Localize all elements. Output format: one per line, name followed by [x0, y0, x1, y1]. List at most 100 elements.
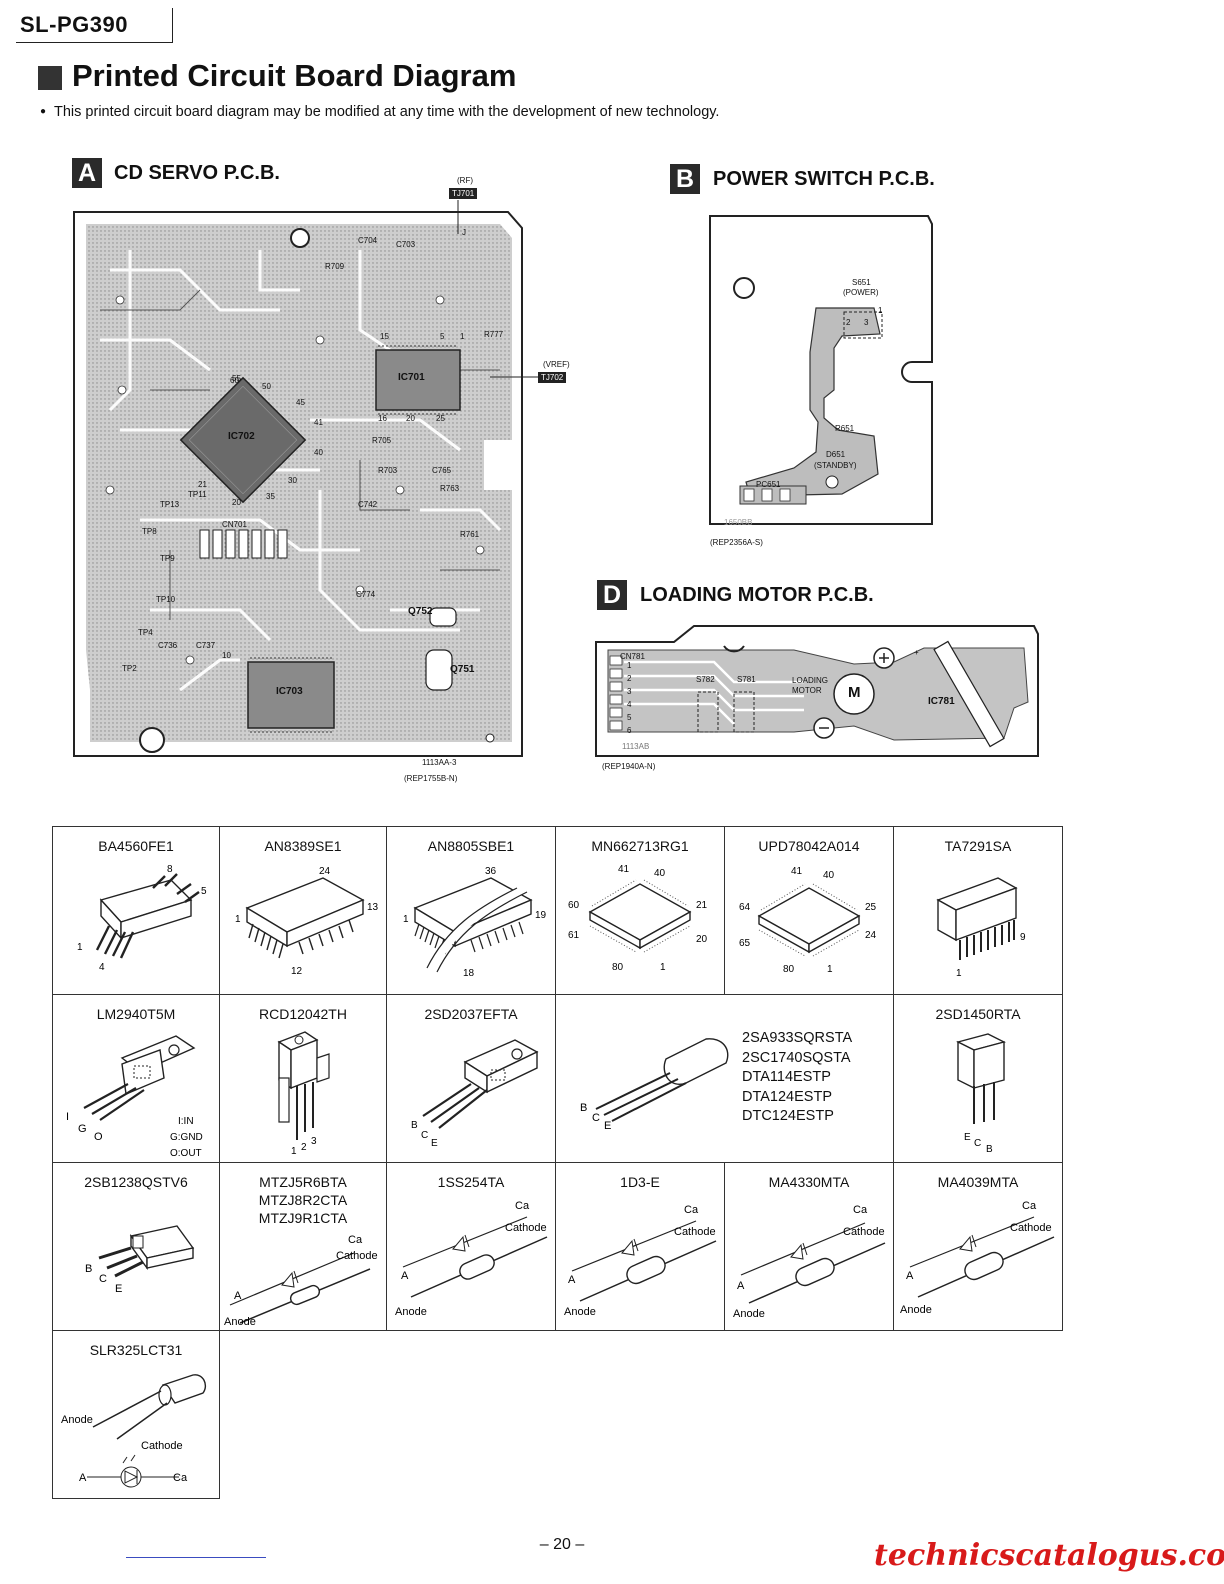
pc651-label: PC651	[756, 480, 781, 489]
part-name: 2SB1238QSTV6	[84, 1174, 188, 1190]
board-a-part-no: (REP1755B-N)	[404, 774, 458, 783]
pin-c: C	[99, 1273, 107, 1285]
pin-c: C	[421, 1130, 428, 1141]
part-name: 1D3-E	[620, 1174, 660, 1190]
ic702-pin45: 45	[296, 398, 305, 407]
board-d-part-no: (REP1940A-N)	[602, 762, 656, 771]
ic701-pin25: 25	[436, 414, 445, 423]
q752-label: Q752	[408, 606, 433, 617]
pin-2: 2	[301, 1142, 307, 1153]
transistor-name: DTC124ESTP	[742, 1108, 834, 1124]
pin-3: 3	[311, 1136, 317, 1147]
section-d-title: LOADING MOTOR P.C.B.	[640, 584, 874, 606]
cn781-pin3: 3	[627, 687, 632, 696]
page-number: – 20 –	[539, 1536, 585, 1553]
pin-o: O	[94, 1131, 103, 1143]
legend-out: O:OUT	[170, 1148, 202, 1158]
power-label: (POWER)	[843, 288, 879, 297]
label-a: A	[568, 1274, 576, 1286]
pin-1: 1	[291, 1146, 297, 1157]
s651-label: S651	[852, 278, 871, 287]
tp10-label: TP10	[156, 595, 176, 604]
section-b-badge: B	[670, 164, 700, 194]
pin-e: E	[604, 1120, 611, 1132]
part-name: MTZJ9R1CTA	[258, 1210, 348, 1226]
label-a: A	[737, 1280, 745, 1292]
transistor-name: 2SC1740SQSTA	[742, 1049, 851, 1066]
cell-2sd1450: 2SD1450RTA E C B	[893, 994, 1063, 1163]
pin-64: 64	[739, 902, 751, 913]
section-a-badge: A	[72, 158, 102, 188]
cn781-pin4: 4	[627, 700, 632, 709]
ic703-pin10: 10	[222, 651, 231, 660]
pin-g: G	[78, 1123, 87, 1135]
s651-pin3: 3	[864, 318, 869, 327]
pin-1: 1	[827, 964, 833, 975]
pin-e: E	[964, 1132, 971, 1143]
tp13-label: TP13	[160, 500, 180, 509]
tp8-label: TP8	[142, 527, 157, 536]
legend-in: I:IN	[178, 1116, 194, 1127]
part-name: LM2940T5M	[96, 1006, 176, 1022]
label-cathode: Cathode	[674, 1226, 716, 1238]
part-name: MA4039MTA	[937, 1174, 1019, 1190]
s651-pin2: 2	[846, 318, 851, 327]
footer-rule	[126, 1557, 266, 1558]
model-number: SL-PG390	[20, 12, 128, 37]
part-name: MTZJ8R2CTA	[258, 1192, 348, 1208]
pin-1: 1	[77, 942, 83, 953]
r777-label: R777	[484, 330, 504, 339]
ic702-pin40: 40	[314, 448, 323, 457]
transistor-name: DTA124ESTP	[742, 1088, 832, 1105]
label-ca: Ca	[515, 1200, 530, 1212]
cn781-pin6: 6	[627, 726, 632, 735]
r651-label: R651	[835, 424, 855, 433]
to126-package-icon: E C B	[956, 1033, 1006, 1155]
pin-8: 8	[167, 864, 173, 875]
pin-65: 65	[739, 938, 751, 949]
pin-1: 1	[403, 914, 409, 925]
pin-e: E	[115, 1283, 122, 1295]
cell-ba4560: BA4560FE1 8 5 1 4	[52, 826, 220, 995]
section-b-title: POWER SWITCH P.C.B.	[713, 168, 935, 190]
cell-an8805: AN8805SBE1 36 19 1 18	[386, 826, 556, 995]
dpak-package-icon: B C E	[85, 1225, 195, 1295]
ic701-label: IC701	[398, 372, 425, 383]
s782-label: S782	[696, 675, 715, 684]
label-cathode: Cathode	[336, 1250, 378, 1262]
cell-lm2940: LM2940T5M I G O I:IN G:GND O:OUT	[52, 994, 220, 1163]
cell-upd78042: UPD78042A014 41 40 64 25 65 24 80 1	[724, 826, 894, 995]
ic702-pin30: 30	[288, 476, 297, 485]
to220f-package-icon: B C E	[411, 1039, 539, 1149]
pin-40: 40	[823, 870, 835, 881]
cell-mtzj: MTZJ5R6BTA MTZJ8R2CTA MTZJ9R1CTA Ca Cath…	[219, 1162, 387, 1331]
board-a-code: 1113AA-3	[422, 758, 457, 767]
ic702-pin35: 35	[266, 492, 275, 501]
board-d-code: 1113AB	[622, 742, 650, 751]
title-square-icon	[38, 66, 62, 90]
label-ca: Ca	[853, 1204, 868, 1216]
part-name: MN662713RG1	[591, 838, 689, 854]
label-cathode: Cathode	[843, 1226, 885, 1238]
tp11-label: TP11	[188, 490, 207, 499]
pin-41: 41	[618, 864, 630, 875]
c737-label: C737	[196, 641, 216, 650]
label-ca: Ca	[1022, 1200, 1037, 1212]
cell-2sb1238: 2SB1238QSTV6 B C E	[52, 1162, 220, 1331]
part-name: UPD78042A014	[758, 838, 860, 854]
ic702-pin55: 55	[232, 374, 241, 383]
label-a: A	[79, 1472, 87, 1484]
pin-20: 20	[696, 934, 708, 945]
pin-19: 19	[535, 910, 547, 921]
pin-4: 4	[99, 962, 105, 973]
part-name: MTZJ5R6BTA	[259, 1174, 347, 1190]
ic701-pin16: 16	[378, 414, 387, 423]
ic702-pin50: 50	[262, 382, 271, 391]
part-name: TA7291SA	[944, 838, 1012, 854]
cell-1ss254: 1SS254TA Ca Cathode A Anode	[386, 1162, 556, 1331]
standby-label: (STANDBY)	[814, 461, 857, 470]
pin-c: C	[592, 1112, 600, 1124]
label-cathode: Cathode	[505, 1222, 547, 1234]
pin-e: E	[431, 1138, 438, 1149]
r705-label: R705	[372, 436, 392, 445]
